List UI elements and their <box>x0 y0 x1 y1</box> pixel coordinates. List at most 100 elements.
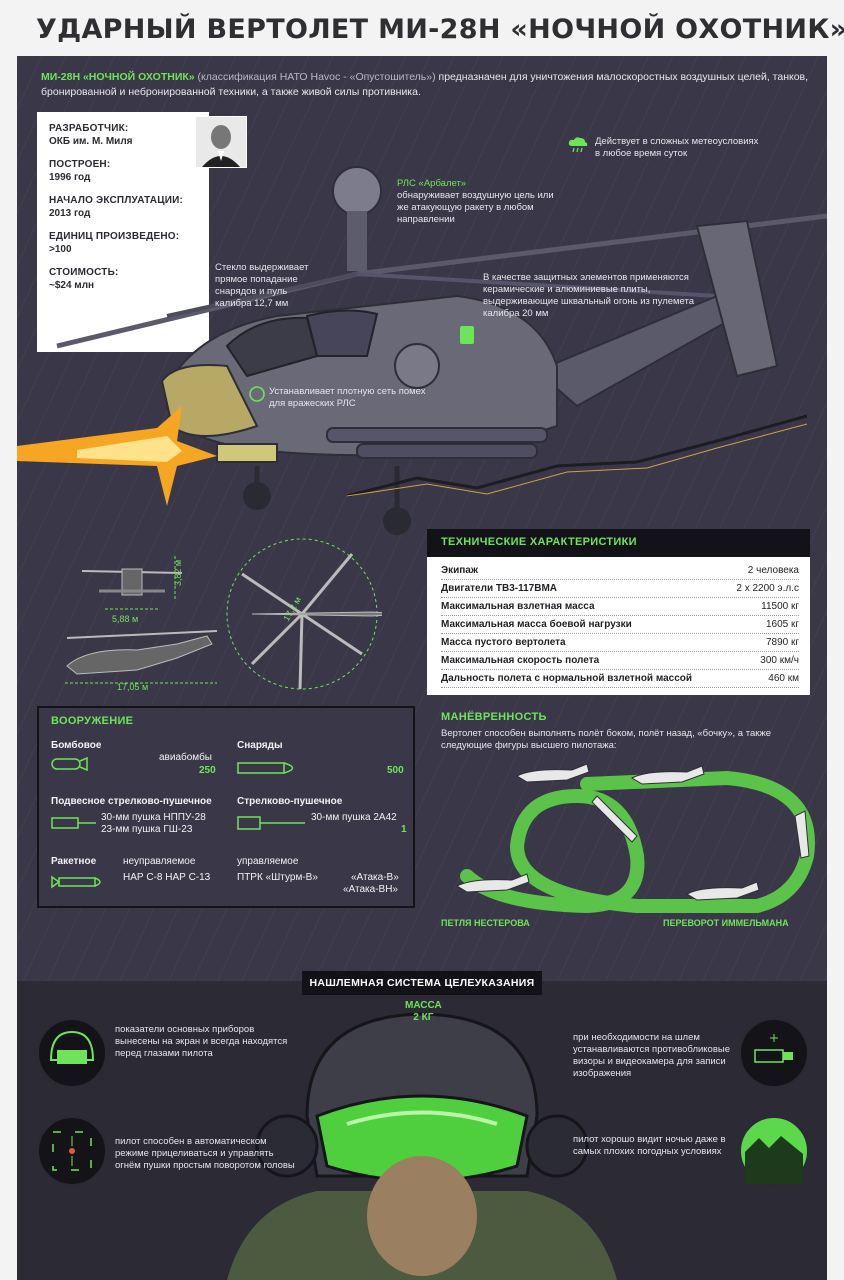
tech-header: ТЕХНИЧЕСКИЕ ХАРАКТЕРИСТИКИ <box>427 529 810 557</box>
tech-row: Максимальная скорость полета 300 км/ч <box>441 653 799 670</box>
tech-value: 7890 кг <box>765 637 799 648</box>
gun-line1: 30-мм пушка 2А42 <box>311 812 397 823</box>
helmet-note-4: пилот хорошо видит ночью даже в самых пл… <box>573 1134 726 1157</box>
armament-header: ВООРУЖЕНИЕ <box>51 715 134 727</box>
title-bar: УДАРНЫЙ ВЕРТОЛЕТ МИ-28Н «НОЧНОЙ ОХОТНИК» <box>0 0 844 56</box>
maneuver-diagram <box>455 763 815 914</box>
tech-row: Масса пустого вертолета 7890 кг <box>441 635 799 652</box>
shield-icon <box>460 272 474 290</box>
fact-value: >100 <box>49 244 72 255</box>
tech-row: Максимальная масса боевой нагрузки 1605 к… <box>441 617 799 634</box>
pilot-helmet-illustration <box>227 1012 617 1280</box>
heli-name: МИ-28Н «НОЧНОЙ ОХОТНИК» <box>41 71 195 83</box>
helicopter-illustration <box>17 166 827 535</box>
designer-portrait <box>195 116 247 168</box>
jammer-note: Устанавливает плотную сеть помех для вра… <box>269 386 426 409</box>
tech-row: Экипаж 2 человека <box>441 563 799 580</box>
side-view-diagram <box>65 630 218 684</box>
infographic: МИ-28Н «НОЧНОЙ ОХОТНИК» (классификация Н… <box>17 56 827 1280</box>
rocket-unguided: неуправляемое <box>123 856 196 867</box>
glass-note: Стекло выдерживает прямое попадание снар… <box>215 262 309 309</box>
mass-value: 2 КГ <box>413 1012 434 1023</box>
weather-note: Действует в сложных метеоусловиях в любо… <box>595 136 759 159</box>
fact-label: ПОСТРОЕН: <box>49 159 111 170</box>
mass-label: МАССА <box>405 1000 442 1011</box>
armament-panel: ВООРУЖЕНИЕ Бомбовое авиабомбы 250 Снаряд… <box>37 706 415 908</box>
tech-specs-table: ТЕХНИЧЕСКИЕ ХАРАКТЕРИСТИКИ Экипаж 2 челов… <box>427 529 810 695</box>
dim-width: 5,88 м <box>112 614 139 624</box>
armor-note: В качестве защитных элементов применяютс… <box>483 272 695 319</box>
tech-key: Максимальная масса боевой нагрузки <box>441 619 632 630</box>
shells-count: 500 <box>387 765 404 776</box>
tech-value: 300 км/ч <box>760 655 799 666</box>
rocket-ataka-vn: «Атака-ВН» <box>343 884 398 895</box>
pod-line2: 23-мм пушка ГШ-23 <box>101 824 193 835</box>
radar-text: обнаруживает воздушную цель или же атаку… <box>397 190 554 225</box>
intro-text: МИ-28Н «НОЧНОЙ ОХОТНИК» (классификация Н… <box>41 70 811 100</box>
fact-value: ~$24 млн <box>49 280 95 291</box>
front-view-diagram <box>81 556 183 610</box>
tech-key: Дальность полета с нормальной взлетной м… <box>441 673 693 684</box>
nato-classification: (классификация НАТО Havoc - «Опустошител… <box>194 71 439 83</box>
rocket-guided: управляемое <box>237 856 299 867</box>
tech-key: Экипаж <box>441 565 478 576</box>
tech-row: Двигатели ТВ3-117ВМА 2 х 2200 э.л.с <box>441 581 799 598</box>
crosshair-icon <box>37 1116 107 1186</box>
fact-label: НАЧАЛО ЭКСПЛУАТАЦИИ: <box>49 195 184 206</box>
maneuver-header: МАНЁВРЕННОСТЬ <box>441 711 547 723</box>
tech-key: Максимальная взлетная масса <box>441 601 595 612</box>
fact-label: РАЗРАБОТЧИК: <box>49 123 129 134</box>
shell-icon <box>237 762 294 774</box>
bomb-label: Бомбовое <box>51 740 102 751</box>
rocket-guided-item: ПТРК «Штурм-В» <box>237 872 318 883</box>
gun-pod-icon <box>51 817 96 829</box>
tech-key: Максимальная скорость полета <box>441 655 600 666</box>
intro-body: предназначен для уничтожения малоскорост… <box>41 71 809 98</box>
tech-key: Двигатели ТВ3-117ВМА <box>441 583 558 594</box>
fact-label: ЕДИНИЦ ПРОИЗВЕДЕНО: <box>49 231 180 242</box>
tech-key: Масса пустого вертолета <box>441 637 566 648</box>
helmet-note-3: при необходимости на шлем устанавливаютс… <box>573 1032 731 1079</box>
hud-display-icon <box>37 1018 107 1088</box>
gun-label: Стрелково-пушечное <box>237 796 343 807</box>
tech-value: 11500 кг <box>761 601 799 612</box>
gun-count: 1 <box>401 824 407 835</box>
night-vision-icon <box>739 1116 809 1186</box>
bomb-icon <box>51 756 88 772</box>
tech-value: 460 км <box>768 673 799 684</box>
tech-row: Дальность полета с нормальной взлетной м… <box>441 671 799 688</box>
dim-height: 3,82 м <box>173 559 184 587</box>
fact-label: СТОИМОСТЬ: <box>49 267 119 278</box>
cannon-icon <box>237 816 305 830</box>
radar-title: РЛС «Арбалет» <box>397 178 467 189</box>
pod-line1: 30-мм пушка НППУ-28 <box>101 812 206 823</box>
fact-value: 1996 год <box>49 172 91 183</box>
helmet-header: НАШЛЕМНАЯ СИСТЕМА ЦЕЛЕУКАЗАНИЯ <box>302 971 542 995</box>
rocket-ataka-v: «Атака-В» <box>351 872 399 883</box>
fact-value: ОКБ им. М. Миля <box>49 136 133 147</box>
radar-note: РЛС «Арбалет» обнаруживает воздушную цел… <box>397 178 557 226</box>
helmet-mass: МАССА 2 КГ <box>405 1000 442 1024</box>
maneuver-text: Вертолет способен выполнять полёт боком,… <box>441 728 772 751</box>
dim-length: 17,05 м <box>117 682 149 692</box>
page-title: УДАРНЫЙ ВЕРТОЛЕТ МИ-28Н «НОЧНОЙ ОХОТНИК» <box>36 14 844 45</box>
tech-value: 2 человека <box>747 565 799 576</box>
top-view-diagram <box>226 538 382 690</box>
camera-icon <box>739 1018 809 1088</box>
fact-value: 2013 год <box>49 208 91 219</box>
immelmann-label: ПЕРЕВОРОТ ИММЕЛЬМАНА <box>663 918 789 928</box>
rocket-label: Ракетное <box>51 856 97 867</box>
shells-label: Снаряды <box>237 740 283 751</box>
weight-icon <box>382 1002 396 1018</box>
tech-row: Максимальная взлетная масса 11500 кг <box>441 599 799 616</box>
cloud-rain-icon <box>567 136 589 159</box>
bomb-count: 250 <box>199 765 216 776</box>
helmet-note-1: показатели основных приборов вынесены на… <box>115 1024 288 1059</box>
loop-label: ПЕТЛЯ НЕСТЕРОВА <box>441 918 530 928</box>
helmet-note-2: пилот способен в автоматическом режиме п… <box>115 1136 295 1171</box>
pod-label: Подвесное стрелково-пушечное <box>51 796 212 807</box>
tech-value: 2 х 2200 э.л.с <box>736 583 799 594</box>
tech-value: 1605 кг <box>765 619 799 630</box>
bomb-type: авиабомбы <box>159 752 212 763</box>
rocket-icon <box>51 875 101 889</box>
